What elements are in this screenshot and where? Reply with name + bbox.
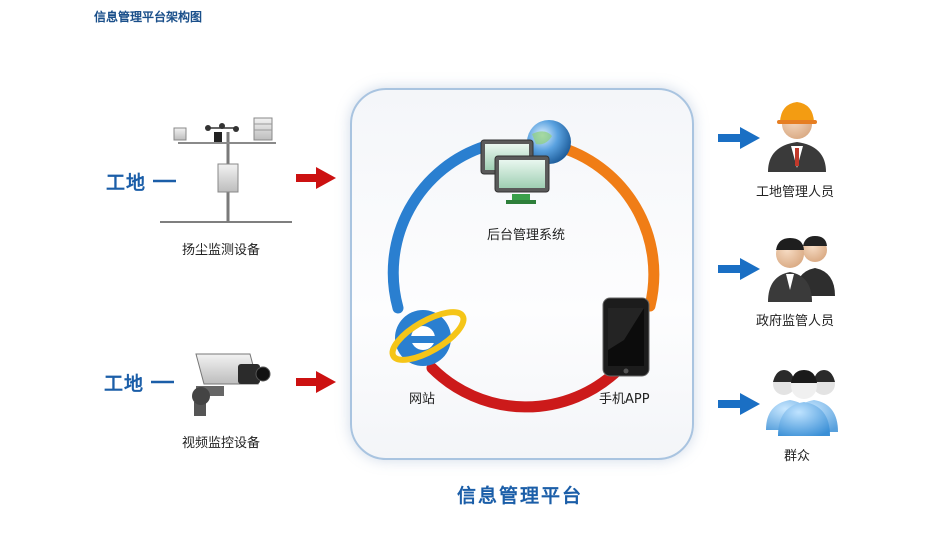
platform-title: 信息管理平台 [456, 485, 583, 507]
public-crowd-icon [766, 370, 838, 436]
output-arrow-government [718, 258, 760, 280]
government-officials-icon [768, 236, 835, 302]
ring-arc-left [387, 140, 492, 314]
ring-arc-right [550, 140, 660, 312]
site-label-video: 工地 [104, 373, 145, 395]
cctv-camera-icon [192, 353, 271, 416]
construction-worker-icon [768, 102, 826, 172]
device-caption-dust: 扬尘监测设备 [182, 243, 261, 258]
weather-station-icon [160, 117, 292, 223]
node-label-backend: 后台管理系统 [487, 228, 566, 243]
smartphone-icon [602, 297, 650, 377]
ring-arc-bottom [426, 362, 624, 413]
site-label-dust: 工地 [106, 172, 147, 194]
audience-label-government: 政府监管人员 [756, 314, 835, 329]
device-caption-video: 视频监控设备 [182, 436, 261, 451]
audience-label-site-managers: 工地管理人员 [756, 185, 835, 200]
output-arrow-public [718, 393, 760, 415]
node-label-app: 手机APP [599, 392, 650, 407]
node-label-website: 网站 [409, 392, 436, 407]
output-arrow-site-managers [718, 127, 760, 149]
page-heading: 信息管理平台架构图 [94, 10, 203, 24]
input-arrow-dust [296, 167, 336, 189]
internet-explorer-icon [389, 309, 467, 366]
input-arrow-video [296, 371, 336, 393]
server-globe-icon [480, 120, 571, 204]
audience-label-public: 群众 [784, 449, 811, 464]
